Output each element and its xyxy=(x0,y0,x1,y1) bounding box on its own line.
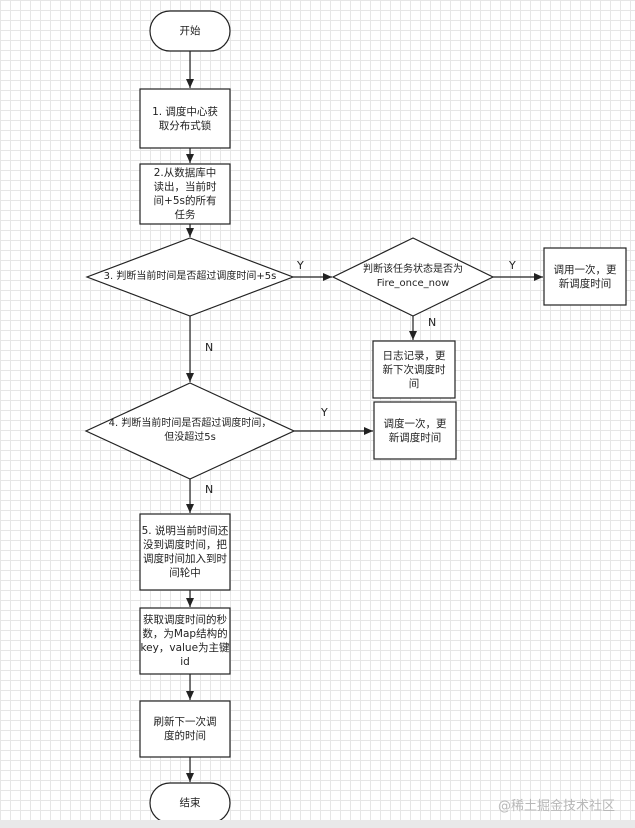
step5-box-shape xyxy=(139,513,231,591)
step7-box-shape xyxy=(139,700,231,758)
step1-box-shape xyxy=(139,88,231,149)
edge-label-d4-no: N xyxy=(205,483,214,496)
end-terminal-shape xyxy=(149,782,231,824)
step2-box-shape xyxy=(139,163,231,225)
start-terminal-shape xyxy=(149,10,231,52)
invoke-once-mid-box-shape xyxy=(373,401,457,460)
bottom-scroll-strip xyxy=(0,820,635,828)
log-record-box-shape xyxy=(372,340,456,399)
edge-label-fire-yes: Y xyxy=(509,259,516,272)
step6-box-shape xyxy=(139,607,231,675)
decision4-diamond-shape xyxy=(84,382,296,480)
edge-label-d4-yes: Y xyxy=(321,406,328,419)
edge-label-d3-yes: Y xyxy=(297,259,304,272)
invoke-once-right-box-shape xyxy=(543,247,627,306)
watermark: @稀土掘金技术社区 xyxy=(497,799,615,814)
decision-fire-diamond-shape xyxy=(331,237,495,317)
decision3-diamond-shape xyxy=(85,237,295,317)
edge-label-d3-no: N xyxy=(205,341,214,354)
edge-label-fire-no: N xyxy=(428,316,437,329)
